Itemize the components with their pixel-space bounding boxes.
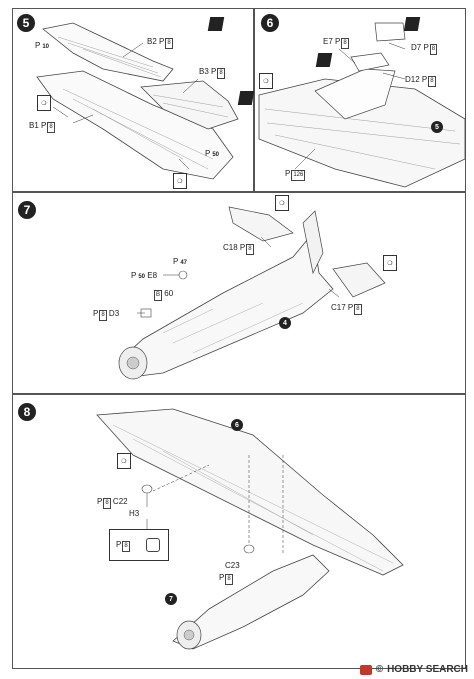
step-5-wing-drawing xyxy=(36,22,239,180)
step-8-ref-7: 7 xyxy=(165,593,177,605)
step-7-cement-icon: ❍ xyxy=(383,255,397,271)
step-7-ref-4: 4 xyxy=(279,317,291,329)
watermark-copyright: © xyxy=(375,664,384,675)
step-8-ref-6: 6 xyxy=(231,419,243,431)
watermark: © HOBBY SEARCH xyxy=(359,664,468,675)
step-5-glue-marker xyxy=(237,91,255,105)
step-6-ref-5: 5 xyxy=(431,121,443,133)
step-5-glue-marker xyxy=(207,17,225,31)
step-8-part-h3: H3 xyxy=(129,509,140,518)
step-6-badge: 6 xyxy=(261,14,279,32)
step-5-cement-icon: ❍ xyxy=(173,173,187,189)
step-6-cement-icon: ❍ xyxy=(259,73,273,89)
step-8-badge: 8 xyxy=(18,403,36,421)
step-6-glue-marker xyxy=(315,53,333,67)
step-5-cement-icon: ❍ xyxy=(37,95,51,111)
step-8-assembly-drawing xyxy=(96,408,404,650)
step-8-cement-icon: ❍ xyxy=(117,453,131,469)
step-7-part-b60: B 60 xyxy=(153,289,173,301)
step-5-badge: 5 xyxy=(17,14,35,32)
watermark-logo-icon xyxy=(359,664,372,675)
step-6-wing-drawing xyxy=(258,22,466,188)
step-7-badge: 7 xyxy=(18,201,36,219)
step-8-inset-part-icon xyxy=(146,538,160,552)
step-8-part-c23: C23 xyxy=(225,561,240,570)
watermark-brand: HOBBY SEARCH xyxy=(387,664,468,675)
step-6-glue-marker xyxy=(403,17,421,31)
step-7-fuselage-drawing xyxy=(118,206,386,380)
step-7-cement-icon: ❍ xyxy=(275,195,289,211)
